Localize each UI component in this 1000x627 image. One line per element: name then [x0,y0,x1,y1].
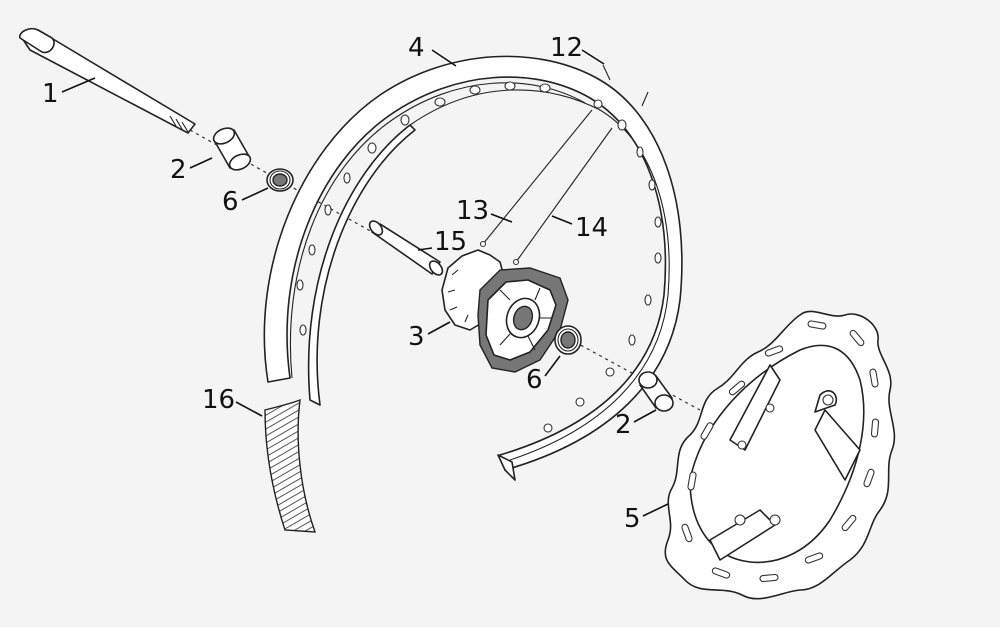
nipple [602,64,649,107]
spacer-left [212,127,252,171]
brake-disc [664,310,896,600]
leader-lines [61,49,669,517]
rim [263,55,683,481]
spacer-right [638,371,674,412]
spoke-long [515,127,613,263]
brake-disc-slots [681,320,880,583]
callout-nipple: 12 [550,33,583,63]
callout-brake-disc: 5 [624,504,641,534]
callout-bearing-right: 6 [526,365,543,395]
callout-spacer-right: 2 [615,410,632,440]
spoke-short [482,109,593,245]
callout-spoke-short: 13 [456,196,489,226]
hub-spacer-tube [368,220,444,276]
callout-rim: 4 [408,33,425,63]
spokes [479,109,613,266]
callout-spoke-long: 14 [575,213,608,243]
axle [19,27,196,134]
rim-tape [264,398,317,533]
callout-hub: 3 [408,322,425,352]
callout-rim-tape: 16 [202,385,235,415]
bearing-left [266,168,294,192]
rim-spoke-holes [296,81,662,433]
callout-axle: 1 [42,79,59,109]
callout-spacer-left: 2 [170,155,187,185]
callout-hub-spacer-tube: 15 [434,227,467,257]
bearing-right [554,325,582,355]
callout-bearing-left: 6 [222,187,239,217]
callout-labels: 1 2 2 3 4 5 6 6 12 13 14 15 16 [42,33,641,534]
hub [441,249,569,373]
